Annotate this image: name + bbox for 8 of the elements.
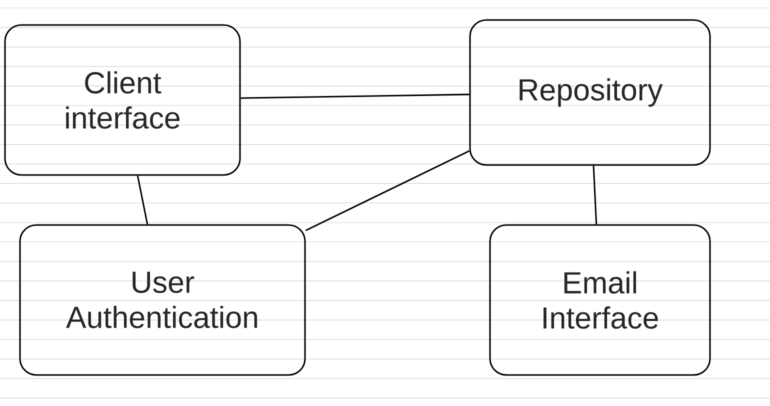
connector-line xyxy=(592,166,598,224)
component-box: Email Interface xyxy=(489,224,711,376)
connector-line xyxy=(305,150,470,232)
component-box: Repository xyxy=(469,19,711,166)
connector-line xyxy=(240,94,470,99)
connector-line xyxy=(136,176,148,224)
component-box: User Authentication xyxy=(19,224,306,376)
component-box: Client interface xyxy=(4,24,241,176)
